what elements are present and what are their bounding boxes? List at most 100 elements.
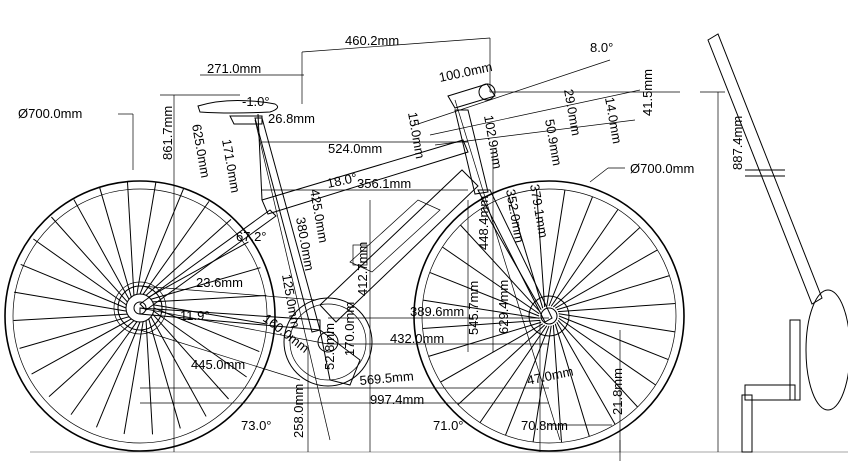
dim-bb-to-axle: 432.0mm xyxy=(390,331,444,346)
dimension-lines xyxy=(118,37,725,461)
wheel-spoke xyxy=(150,267,261,300)
wheel-spoke xyxy=(550,209,619,307)
wheel-spoke xyxy=(558,315,669,361)
saddle xyxy=(197,99,279,201)
wheel-spoke xyxy=(99,187,132,298)
wheel-spoke xyxy=(422,299,540,319)
wheel-spoke xyxy=(48,320,135,397)
dim-saddle-setback: 271.0mm xyxy=(207,61,261,76)
wheel-spoke xyxy=(482,207,542,311)
dim-total-stack: 887.4mm xyxy=(730,116,745,170)
dim-front-center: 389.6mm xyxy=(410,304,464,319)
wheel-spoke xyxy=(126,181,135,296)
dim-head-tube-len: 102.9mm xyxy=(481,114,505,170)
wheel-spoke xyxy=(145,219,232,296)
wheel-spoke xyxy=(558,313,676,333)
wheel-spoke xyxy=(123,321,144,435)
dim-wheelbase-partial: 569.5mm xyxy=(359,368,414,388)
dim-seat-angle: 73.0° xyxy=(241,418,272,433)
dimension-labels: 460.2mm 8.0° 271.0mm 100.0mm -1.0° Ø700.… xyxy=(18,33,745,438)
wheel-spoke xyxy=(51,216,128,303)
dim-stem-angle: 8.0° xyxy=(590,40,613,55)
wheel-spoke xyxy=(153,307,260,353)
wheel-spoke xyxy=(552,324,563,443)
wheel-spoke xyxy=(152,313,229,400)
dim-chainstay-small: 23.6mm xyxy=(196,275,243,290)
dim-fork-offset: 70.8mm xyxy=(521,418,568,433)
wheel-spoke xyxy=(153,310,247,378)
wheel-spoke xyxy=(153,304,267,325)
wheel-spoke xyxy=(546,189,566,307)
detail-views xyxy=(707,33,848,453)
wheel-spoke xyxy=(70,321,138,415)
wheel-spoke xyxy=(150,316,207,417)
dim-head-angle: 71.0° xyxy=(433,418,464,433)
dim-head-to-bb: 448.4mm xyxy=(476,196,491,250)
dim-fork-rake: 629.4mm xyxy=(496,280,511,334)
wheel-spoke xyxy=(31,318,132,375)
wheel-spoke xyxy=(535,189,546,308)
wheel-spoke xyxy=(442,246,540,315)
wheel-spoke xyxy=(508,195,544,309)
wheel-spoke xyxy=(440,323,544,383)
wheel-spoke xyxy=(460,224,541,312)
rear-wheel xyxy=(4,180,276,452)
dim-bb-height-span: 545.7mm xyxy=(466,281,481,335)
wheel-diameter-rear: Ø700.0mm xyxy=(18,106,82,121)
wheel-spoke xyxy=(532,325,552,443)
dim-fork-offset-a: 50.9mm xyxy=(542,118,565,167)
wheel-spoke xyxy=(73,199,130,300)
wheel-spoke xyxy=(136,181,157,295)
drivetrain xyxy=(113,281,373,387)
wheel-spoke xyxy=(19,316,130,349)
dim-seatpost-length: 171.0mm xyxy=(219,138,243,194)
dim-bar-reach: 29.0mm xyxy=(561,88,584,137)
dim-stem-length: 100.0mm xyxy=(438,59,494,85)
wheel-diameter-front: Ø700.0mm xyxy=(630,161,694,176)
wheel-spoke xyxy=(13,313,128,322)
dim-fork-length: 352.0mm xyxy=(503,188,527,244)
dim-seat-angle-small: 67.2° xyxy=(236,229,267,244)
dim-wheelbase: 997.4mm xyxy=(370,392,424,407)
dim-bb-height: 258.0mm xyxy=(291,384,306,438)
dim-reach-horizontal: 356.1mm xyxy=(357,176,411,191)
wheel-spoke xyxy=(557,320,638,408)
dim-crank-label: 170.0mm xyxy=(342,302,357,356)
dim-effective-top-tube: 460.2mm xyxy=(345,33,399,48)
wheel-spoke xyxy=(428,321,542,357)
wheel-spoke xyxy=(457,324,545,405)
wheel-spoke xyxy=(553,227,641,308)
dim-chainstay-angle: 11.9° xyxy=(180,308,210,323)
dim-seat-tube-ext: 625.0mm xyxy=(189,123,213,179)
dim-bb-drop: 21.8mm xyxy=(610,368,625,415)
dim-top-tube: 524.0mm xyxy=(328,141,382,156)
dim-chainstay-length: 445.0mm xyxy=(191,357,245,372)
dim-saddle-angle: -1.0° xyxy=(242,94,270,109)
wheel-spoke xyxy=(152,294,267,303)
dim-chainring-dim: 52.8mm xyxy=(322,323,337,370)
wheel-spoke xyxy=(556,321,616,425)
dim-stack-spacer: 15.0mm xyxy=(405,111,428,160)
wheel-spoke xyxy=(557,302,676,313)
wheel-spoke xyxy=(554,249,658,309)
dim-seatpost-offset: 26.8mm xyxy=(268,111,315,126)
cockpit xyxy=(411,59,680,146)
wheel-spoke xyxy=(148,318,181,429)
wheel-spoke xyxy=(422,319,541,330)
wheel-spoke xyxy=(20,263,127,309)
dim-headset-spacer: 41.5mm xyxy=(640,69,655,116)
dim-front-center-upper: 379.1mm xyxy=(527,183,551,239)
wheel-spoke xyxy=(142,201,210,295)
wheel-spoke xyxy=(429,271,540,317)
dim-top-tube-angle: 18.0° xyxy=(326,170,359,191)
wheel-spoke xyxy=(33,238,127,306)
wheel-spoke xyxy=(139,188,185,295)
dim-seat-height-total: 861.7mm xyxy=(160,106,175,160)
front-wheel xyxy=(413,180,685,452)
wheel-spoke xyxy=(95,321,141,428)
wheel-spoke xyxy=(13,291,127,312)
wheel-spoke xyxy=(479,325,548,423)
wheel-spoke xyxy=(556,275,670,311)
